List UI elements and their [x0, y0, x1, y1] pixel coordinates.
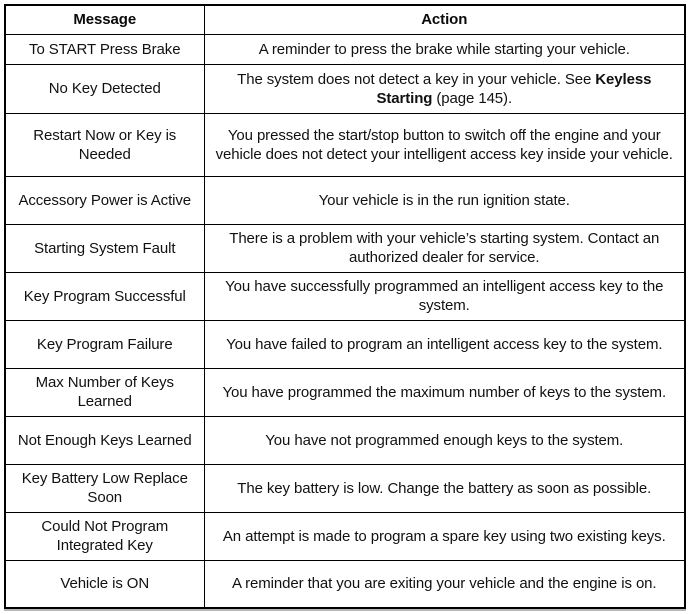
message-cell: No Key Detected	[4, 63, 205, 114]
message-cell: Key Program Failure	[4, 319, 205, 369]
column-header-action: Action	[203, 4, 686, 35]
column-header-message: Message	[4, 4, 205, 35]
action-cell: You pressed the start/stop button to swi…	[203, 112, 686, 177]
message-cell: Starting System Fault	[4, 223, 205, 273]
message-cell: Vehicle is ON	[4, 559, 205, 609]
message-cell: Key Battery Low Replace Soon	[4, 463, 205, 513]
action-cell: The key battery is low. Change the batte…	[203, 463, 686, 513]
action-cell: You have not programmed enough keys to t…	[203, 415, 686, 465]
action-cell: Your vehicle is in the run ignition stat…	[203, 175, 686, 225]
message-cell: Restart Now or Key is Needed	[4, 112, 205, 177]
message-cell: Accessory Power is Active	[4, 175, 205, 225]
message-cell: To START Press Brake	[4, 33, 205, 65]
header-row: Message Action	[4, 4, 686, 35]
action-cell: A reminder that you are exiting your veh…	[203, 559, 686, 609]
action-cell: The system does not detect a key in your…	[203, 63, 686, 114]
action-cell: A reminder to press the brake while star…	[203, 33, 686, 65]
action-cell: You have programmed the maximum number o…	[203, 367, 686, 417]
message-cell: Key Program Successful	[4, 271, 205, 321]
action-cell: You have successfully programmed an inte…	[203, 271, 686, 321]
action-cell: An attempt is made to program a spare ke…	[203, 511, 686, 561]
message-cell: Not Enough Keys Learned	[4, 415, 205, 465]
message-cell: Max Number of Keys Learned	[4, 367, 205, 417]
action-cell: There is a problem with your vehicle’s s…	[203, 223, 686, 273]
action-cell: You have failed to program an intelligen…	[203, 319, 686, 369]
message-cell: Could Not Program Integrated Key	[4, 511, 205, 561]
